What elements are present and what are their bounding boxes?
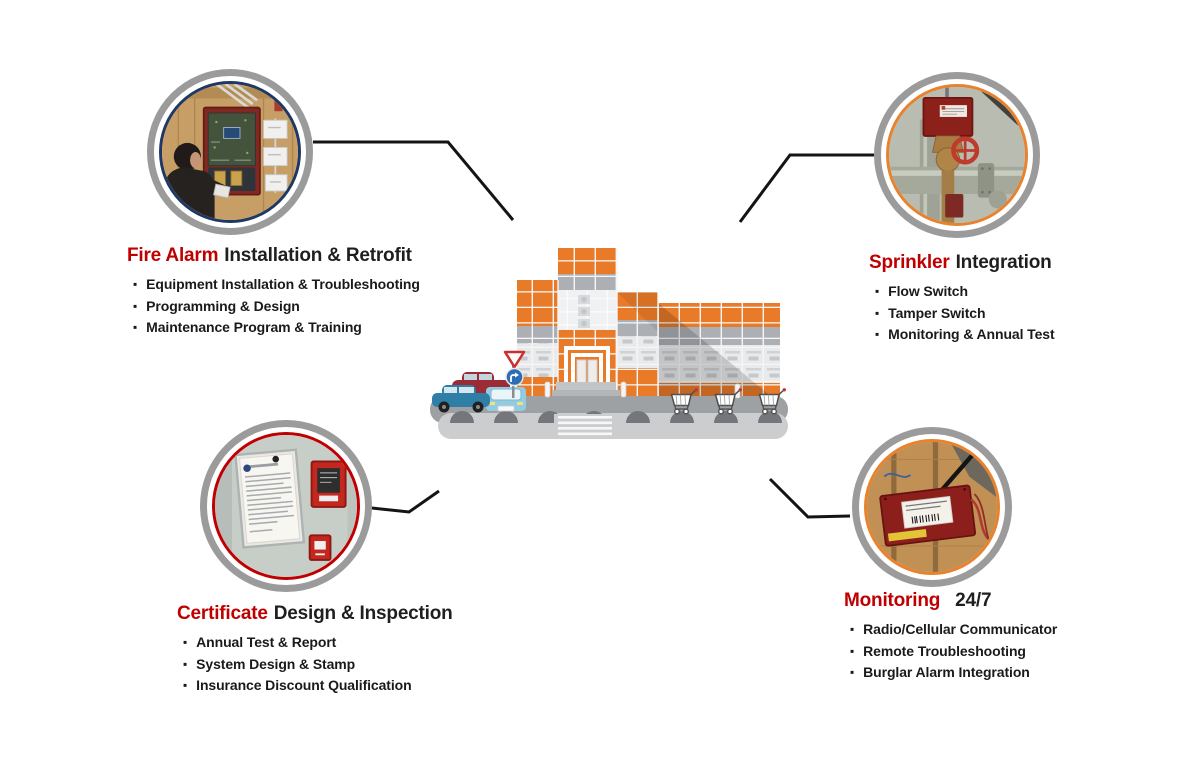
certificate-photo <box>212 432 360 580</box>
bullet-item: Insurance Discount Qualification <box>183 675 453 697</box>
fire-alarm-photo-circle <box>147 69 313 235</box>
monitoring-section: Monitoring 24/7 Radio/Cellular Communicat… <box>844 590 1057 684</box>
fire-alarm-title-highlight: Fire Alarm <box>127 245 219 266</box>
car-lightblue <box>486 387 526 412</box>
bullet-item: Radio/Cellular Communicator <box>850 619 1057 641</box>
car-blue <box>432 385 490 413</box>
fire-alarm-bullet-list: Equipment Installation & Troubleshooting… <box>127 274 420 339</box>
bullet-item: Remote Troubleshooting <box>850 641 1057 663</box>
monitoring-title-rest: 24/7 <box>955 590 992 611</box>
monitoring-photo <box>864 439 1000 575</box>
sprinkler-title-highlight: Sprinkler <box>869 252 950 273</box>
building-svg <box>430 248 788 439</box>
sprinkler-photo <box>886 84 1028 226</box>
sprinkler-photo-svg <box>889 87 1025 223</box>
monitoring-bullet-list: Radio/Cellular Communicator Remote Troub… <box>844 619 1057 684</box>
connector-fire-alarm <box>313 140 515 221</box>
monitoring-title-highlight: Monitoring <box>844 590 941 611</box>
bullet-item: Burglar Alarm Integration <box>850 662 1057 684</box>
bullet-item: Programming & Design <box>133 296 420 318</box>
certificate-photo-svg <box>215 435 357 577</box>
fire-alarm-photo <box>159 81 301 223</box>
connector-certificate <box>371 489 440 514</box>
sprinkler-title-rest: Integration <box>955 252 1052 273</box>
monitoring-photo-svg <box>867 442 997 572</box>
fire-alarm-photo-svg <box>162 84 298 220</box>
bullet-item: System Design & Stamp <box>183 654 453 676</box>
certificate-title-highlight: Certificate <box>177 603 268 624</box>
connector-sprinkler <box>738 153 874 223</box>
fire-alarm-title-rest: Installation & Retrofit <box>224 245 412 266</box>
bullet-item: Maintenance Program & Training <box>133 317 420 339</box>
sprinkler-bullet-list: Flow Switch Tamper Switch Monitoring & A… <box>869 281 1055 346</box>
bullet-item: Monitoring & Annual Test <box>875 324 1054 346</box>
bullet-item: Tamper Switch <box>875 303 1055 325</box>
sprinkler-photo-circle <box>874 72 1040 238</box>
certificate-photo-circle <box>200 420 372 592</box>
monitoring-photo-circle <box>852 427 1012 587</box>
bullet-item: Annual Test & Report <box>183 632 453 654</box>
certificate-title-rest: Design & Inspection <box>273 603 453 624</box>
bullet-item: Equipment Installation & Troubleshooting <box>133 274 420 296</box>
certificate-bullet-list: Annual Test & Report System Design & Sta… <box>177 632 453 697</box>
bullet-item: Flow Switch <box>875 281 1055 303</box>
street-sign <box>503 350 526 398</box>
monitoring-title: Monitoring 24/7 <box>844 590 1057 612</box>
building-illustration <box>428 246 793 450</box>
connector-monitoring <box>768 477 851 519</box>
